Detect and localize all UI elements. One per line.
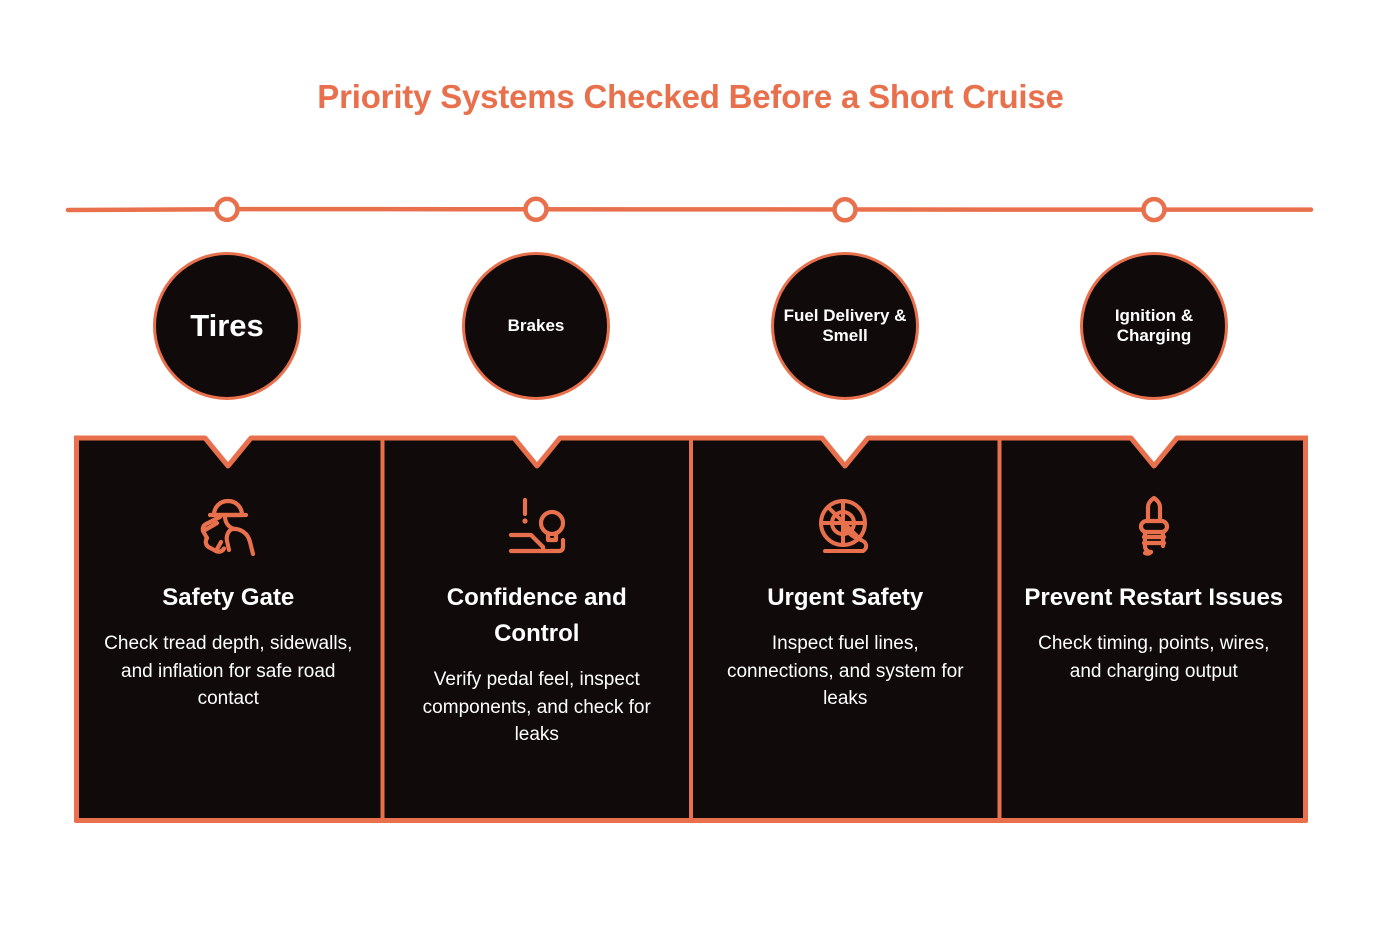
node-circle-label: Fuel Delivery &Smell (783, 306, 907, 345)
node-circle-row: Tires Brakes Fuel Delivery &Smell Igniti… (0, 252, 1381, 412)
panel-title: Prevent Restart Issues (1024, 584, 1284, 611)
panel-confidence-and-control[interactable]: Confidence and Control Verify pedal feel… (383, 434, 692, 824)
node-circle-brakes[interactable]: Brakes (462, 252, 610, 400)
panel-title: Urgent Safety (767, 584, 924, 611)
panel-background-shape (74, 434, 1308, 824)
panel-description: Check tread depth, sidewalls, and inflat… (104, 633, 353, 710)
panel-description: Verify pedal feel, inspect components, a… (422, 669, 651, 746)
panel-description: Inspect fuel lines, connections, and sys… (726, 633, 964, 710)
timeline (0, 190, 1381, 234)
panel-description: Check timing, points, wires, and chargin… (1038, 633, 1270, 682)
node-circle-fuel-delivery-smell[interactable]: Fuel Delivery &Smell (771, 252, 919, 400)
spark-plug-icon (1118, 490, 1190, 562)
node-circle-label: Ignition &Charging (1114, 306, 1194, 345)
person-inspecting-icon (192, 490, 264, 562)
node-circle-ignition-charging[interactable]: Ignition &Charging (1080, 252, 1228, 400)
panel-row: Safety Gate Check tread depth, sidewalls… (74, 434, 1308, 824)
timeline-node-icon (214, 196, 1167, 223)
fuel-leak-blocked-icon (809, 490, 881, 562)
panel-title: Confidence and Control (446, 584, 627, 647)
panel-urgent-safety[interactable]: Urgent Safety Inspect fuel lines, connec… (691, 434, 1000, 824)
panel-title: Safety Gate (162, 584, 295, 611)
brake-pedal-alert-icon (501, 490, 573, 562)
node-circle-label: Brakes (507, 316, 565, 336)
node-circle-tires[interactable]: Tires (153, 252, 301, 400)
node-circle-label: Tires (190, 308, 264, 344)
page-title: Priority Systems Checked Before a Short … (317, 78, 1064, 115)
panel-prevent-restart-issues[interactable]: Prevent Restart Issues Check timing, poi… (1000, 434, 1309, 824)
panel-safety-gate[interactable]: Safety Gate Check tread depth, sidewalls… (74, 434, 383, 824)
